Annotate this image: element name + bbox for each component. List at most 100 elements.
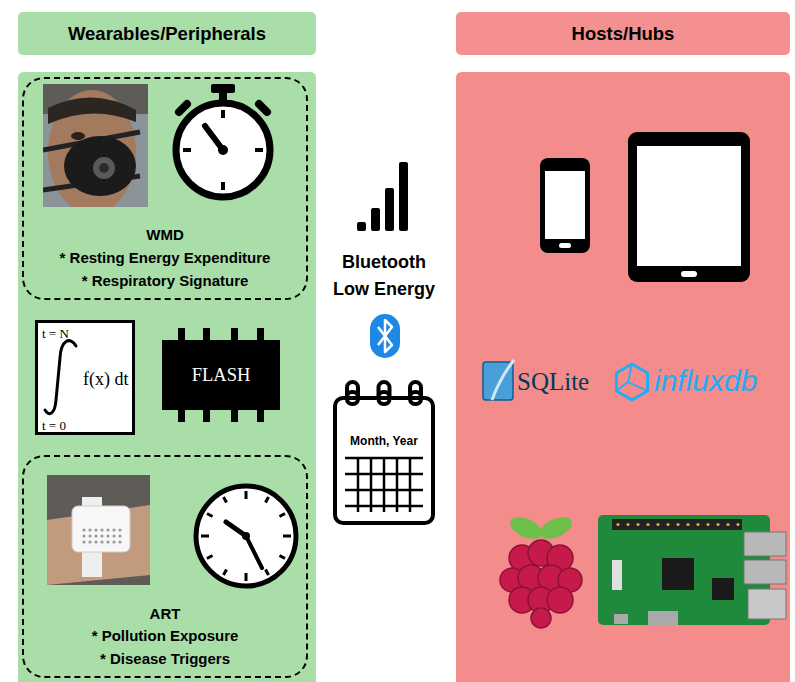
clock-icon [196, 486, 296, 586]
wrist-photo [47, 475, 150, 585]
wrist-photo [100, 540, 103, 543]
pi-board [736, 523, 739, 526]
pi-board [686, 523, 689, 526]
calendar-icon [335, 398, 433, 523]
stopwatch-icon [176, 103, 270, 197]
node-text: * Respiratory Signature [24, 270, 306, 292]
database-logo-text: influxdb [654, 363, 757, 399]
clock-icon [245, 573, 248, 581]
pi-board [636, 523, 639, 526]
pi-board [716, 523, 719, 526]
clock-icon [245, 491, 248, 499]
wrist-photo [88, 528, 91, 531]
node-heading: FLASH [162, 362, 280, 388]
panel-right [456, 72, 790, 682]
raspberry-logo [507, 513, 545, 544]
wrist-photo [106, 528, 109, 531]
mask-photo [48, 97, 136, 124]
calendar-icon [409, 458, 412, 512]
chip-pins [203, 408, 210, 422]
wrist-photo [82, 528, 85, 531]
stopwatch-icon [259, 104, 267, 112]
flash-chip: FLASH [162, 340, 280, 410]
clock-icon [266, 497, 269, 503]
influxdb-logo [616, 364, 647, 400]
chip-pins [178, 408, 185, 422]
phone-icon [545, 171, 585, 239]
calendar-icon [383, 458, 386, 512]
wrist-photo [88, 540, 91, 543]
stopwatch-icon [218, 145, 228, 155]
stopwatch-icon [176, 84, 270, 197]
tablet-icon [681, 271, 697, 277]
clock-icon [224, 570, 227, 576]
integral-icon [45, 341, 76, 414]
pi-board [744, 532, 786, 556]
clock-icon [242, 532, 250, 540]
signal-icon [399, 162, 408, 231]
calendar-icon [379, 392, 390, 404]
bluetooth-icon [370, 314, 400, 358]
node-heading: Hosts/Hubs [456, 21, 790, 46]
calendar-icon [335, 382, 433, 523]
node-text: * Resting Energy Expenditure [24, 247, 306, 269]
mask-photo [93, 157, 115, 179]
pi-board [612, 519, 742, 530]
pi-board [666, 523, 669, 526]
phone-icon [540, 158, 590, 253]
pi-board [616, 523, 619, 526]
wrist-photo [94, 540, 97, 543]
pi-board [726, 523, 729, 526]
wrist-photo [112, 528, 115, 531]
chip-pins [231, 408, 238, 422]
node-text: * Disease Triggers [24, 648, 306, 670]
wrist-photo [106, 540, 109, 543]
node-heading: t = N [42, 326, 69, 341]
pi-board [598, 515, 786, 625]
influxdb-logo [616, 364, 647, 391]
signal-icon [385, 188, 394, 231]
calendar-icon [410, 392, 421, 404]
raspberry-logo [537, 513, 575, 544]
node-text: * Pollution Exposure [24, 625, 306, 647]
clock-icon [280, 514, 286, 517]
stopwatch-icon [255, 148, 263, 152]
chip-pins [257, 408, 264, 422]
integral-icon [35, 320, 135, 435]
integral-box: t = Nf(x) dtt = 0 [35, 320, 135, 435]
pi-board [696, 523, 699, 526]
pi-board [662, 558, 694, 590]
signal-icon [357, 222, 366, 231]
mask-photo [99, 163, 109, 173]
wrist-photo [82, 534, 85, 537]
node-heading: Wearables/Peripherals [18, 21, 316, 46]
calendar-icon [345, 458, 423, 512]
wrist-photo [112, 534, 115, 537]
sqlite-logo [492, 360, 514, 400]
node-text: f(x) dt [83, 369, 128, 390]
integral-icon [35, 320, 135, 435]
clock-icon [246, 536, 262, 568]
influxdb-logo [616, 364, 647, 400]
wrist-photo [100, 534, 103, 537]
bluetooth-icon [378, 320, 392, 352]
wrist-photo [118, 528, 121, 531]
wrist-photo [47, 475, 150, 585]
device-group: WMD* Resting Energy Expenditure* Respira… [22, 77, 308, 300]
calendar-icon [347, 392, 358, 404]
panel-left [18, 72, 316, 682]
tablet-icon [628, 132, 750, 282]
clock-icon [207, 556, 213, 559]
wrist-photo [82, 528, 121, 543]
column-header: Hosts/Hubs [456, 12, 790, 55]
pi-board [614, 614, 628, 624]
raspberry-logo [547, 587, 573, 613]
calendar-label: Month, Year [339, 434, 429, 449]
clock-icon [283, 535, 291, 538]
clock-icon [207, 514, 213, 517]
signal-icon [371, 208, 380, 231]
panel-right [456, 72, 790, 682]
wrist-photo [106, 534, 109, 537]
pi-board [712, 578, 734, 600]
